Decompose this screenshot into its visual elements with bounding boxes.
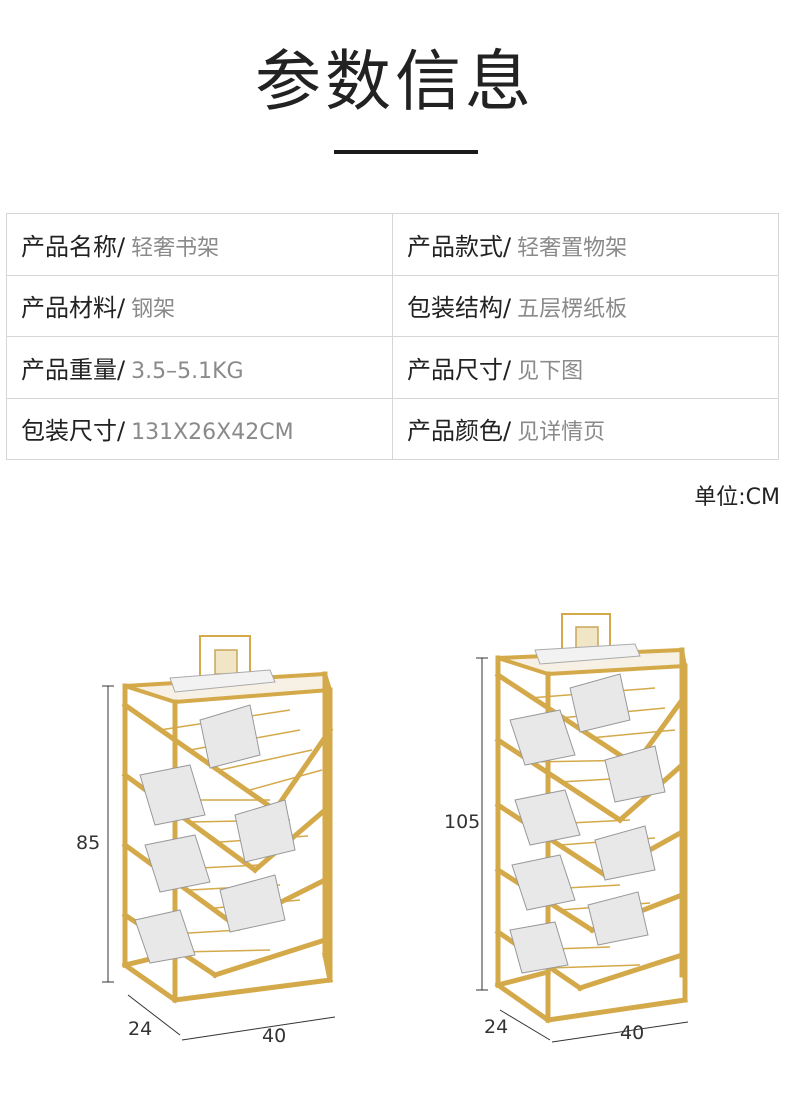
height-dimension: 85: [76, 832, 101, 854]
spec-label: 包装尺寸/: [21, 417, 126, 446]
table-row: 产品重量/3.5–5.1KG 产品尺寸/见下图: [6, 336, 779, 399]
spec-cell: 产品尺寸/见下图: [392, 336, 779, 399]
spec-value: 五层楞纸板: [517, 297, 628, 323]
spec-value: 钢架: [131, 297, 176, 323]
shelf-figure-large: 105 24 40: [420, 570, 750, 1070]
depth-dimension: 24: [128, 1018, 153, 1040]
width-dimension: 40: [620, 1022, 645, 1044]
spec-label: 产品重量/: [21, 355, 126, 384]
bookshelf-4-tier-image: [102, 635, 336, 1041]
spec-cell: 包装结构/五层楞纸板: [392, 274, 779, 337]
spec-value: 轻奢置物架: [517, 235, 628, 261]
spec-label: 产品材料/: [21, 294, 126, 323]
page-title: 参数信息: [255, 43, 535, 120]
height-dimension: 105: [444, 811, 481, 833]
spec-cell: 产品材料/钢架: [6, 274, 393, 337]
spec-cell: 产品重量/3.5–5.1KG: [6, 336, 393, 399]
spec-label: 产品尺寸/: [407, 355, 512, 384]
spec-value: 见下图: [517, 358, 584, 384]
spec-table: 产品名称/轻奢书架 产品款式/轻奢置物架 产品材料/钢架 包装结构/五层楞纸板 …: [6, 213, 779, 460]
table-row: 产品材料/钢架 包装结构/五层楞纸板: [6, 274, 779, 337]
width-dimension: 40: [262, 1025, 287, 1047]
spec-label: 产品款式/: [407, 232, 512, 261]
spec-value: 见详情页: [517, 420, 606, 446]
shelf-figure-small: 85 24 40: [40, 570, 370, 1070]
spec-value: 131X26X42CM: [131, 420, 294, 446]
table-row: 包装尺寸/131X26X42CM 产品颜色/见详情页: [6, 397, 779, 460]
unit-label: 单位:CM: [694, 485, 780, 510]
spec-label: 产品名称/: [21, 232, 126, 261]
title-underline: [334, 150, 478, 154]
depth-dimension: 24: [484, 1016, 509, 1038]
bookshelf-5-tier-image: [476, 613, 689, 1043]
spec-value: 轻奢书架: [131, 235, 220, 261]
table-row: 产品名称/轻奢书架 产品款式/轻奢置物架: [6, 213, 779, 276]
spec-cell: 包装尺寸/131X26X42CM: [6, 397, 393, 460]
spec-value: 3.5–5.1KG: [131, 358, 244, 384]
spec-cell: 产品颜色/见详情页: [392, 397, 779, 460]
spec-cell: 产品名称/轻奢书架: [6, 213, 393, 276]
spec-cell: 产品款式/轻奢置物架: [392, 213, 779, 276]
spec-label: 产品颜色/: [407, 417, 512, 446]
spec-label: 包装结构/: [407, 294, 512, 323]
